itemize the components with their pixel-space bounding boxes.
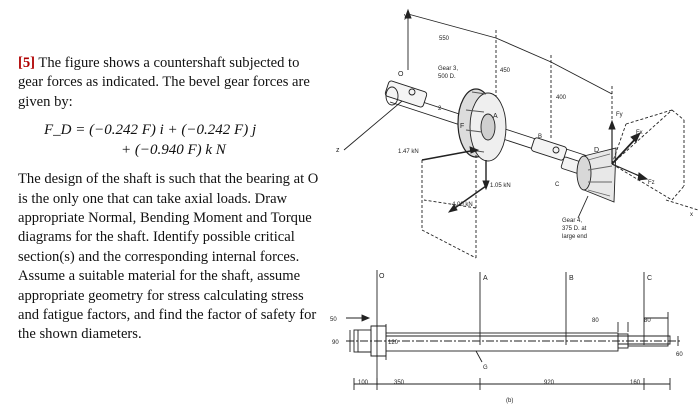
label-z: z: [336, 147, 340, 154]
label-a-top: A: [493, 113, 498, 120]
force-equation: F_D = (−0.242 F) i + (−0.242 F) j + (−0.…: [18, 120, 323, 160]
dim-60: 60: [676, 352, 683, 358]
dim-120: 120: [388, 340, 399, 346]
dim-90: 90: [332, 340, 339, 346]
label-c-top: C: [555, 182, 560, 188]
bearing-o: [384, 80, 428, 108]
dim-160: 160: [630, 380, 641, 386]
label-fy: Fy: [616, 112, 623, 118]
gear4-label-3: large end: [562, 234, 587, 240]
dim-100: 100: [358, 380, 369, 386]
problem-number: [5]: [18, 55, 36, 71]
label-o-top: O: [398, 71, 404, 78]
fd-arrow: [611, 135, 639, 165]
label-d-top: D: [594, 147, 599, 154]
label-a-bottom: A: [483, 275, 488, 282]
force-147-arrow: [421, 149, 477, 161]
force-400-label: 4.00 kN: [452, 202, 473, 208]
label-fz: Fz: [648, 180, 655, 186]
label-g-bottom: G: [483, 365, 488, 371]
dim-350: 350: [394, 380, 405, 386]
countershaft-figure: y z x 550 450 400 O A B C D F 2 Gear 3, …: [330, 8, 699, 404]
label-x: x: [690, 212, 693, 218]
dim-920: 920: [544, 380, 555, 386]
figure-caption: (b): [506, 398, 513, 404]
shaft-drawing: [346, 270, 682, 390]
label-c-bottom: C: [647, 275, 652, 282]
gear4-label-1: Gear 4,: [562, 218, 582, 224]
pictorial-view: [343, 8, 699, 259]
dim-80-b: 80: [644, 318, 651, 324]
equation-line-2: + (−0.940 F) k N: [121, 142, 226, 159]
label-550: 550: [439, 36, 450, 42]
label-f-top: F: [460, 123, 464, 130]
label-o-bottom: O: [379, 273, 385, 280]
label-450: 450: [500, 68, 511, 74]
label-b-top: B: [538, 134, 542, 140]
intro-text: The figure shows a countershaft subjecte…: [18, 55, 310, 110]
gear3-label-2: 500 D.: [438, 74, 456, 80]
label-b-bottom: B: [569, 275, 574, 282]
force-400-arrow: [451, 185, 487, 211]
label-400: 400: [556, 95, 567, 101]
label-2-top: 2: [438, 106, 442, 112]
gear4-force-box: [611, 109, 685, 201]
gear-3: [457, 88, 507, 162]
force-147-label: 1.47 kN: [398, 149, 419, 155]
gear4-label-2: 375 D. at: [562, 226, 587, 232]
label-y: y: [404, 13, 408, 20]
force-105-label: 1.05 kN: [490, 183, 511, 189]
bearing-b: [530, 137, 568, 161]
dim-80-a: 80: [592, 318, 599, 324]
gear3-label-1: Gear 3,: [438, 66, 458, 72]
problem-statement: [5] The figure shows a countershaft subj…: [18, 54, 323, 345]
x-axis: [665, 199, 699, 211]
z-axis: [343, 95, 409, 151]
problem-body: The design of the shaft is such that the…: [18, 171, 319, 343]
gear-4: [576, 147, 617, 203]
dim-50: 50: [330, 317, 337, 323]
label-fx: Fx: [636, 130, 643, 136]
equation-line-1: F_D = (−0.242 F) i + (−0.242 F) j: [44, 122, 257, 139]
problem-intro: [5] The figure shows a countershaft subj…: [18, 54, 323, 112]
